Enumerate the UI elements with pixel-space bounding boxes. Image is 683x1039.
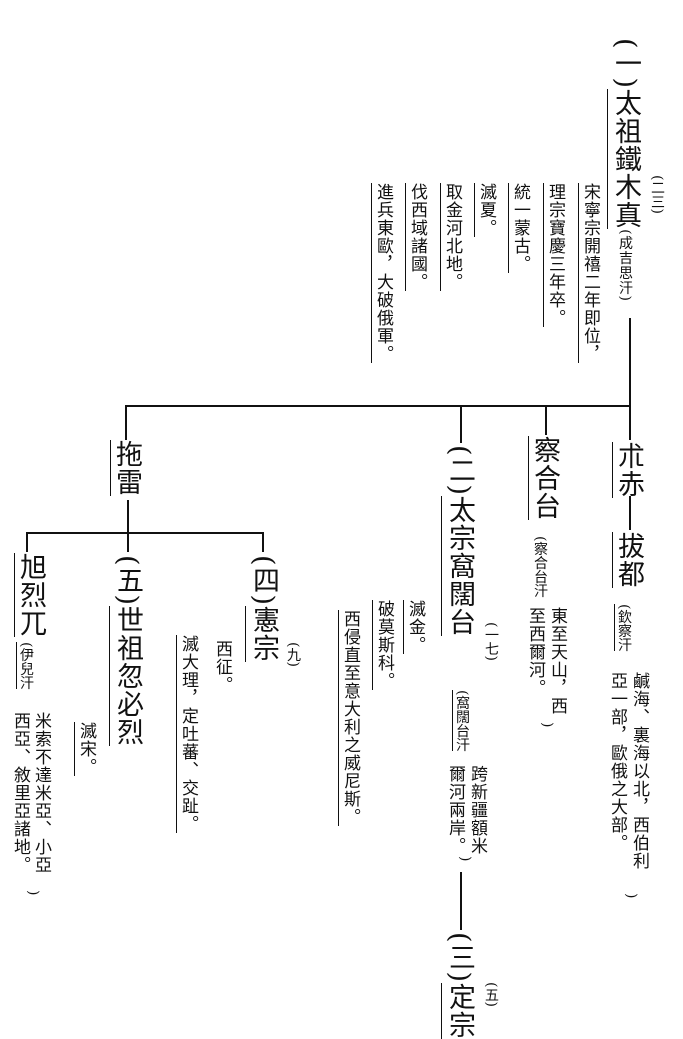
connector-line [460,872,462,930]
ogedei-personal-name: 窩闊台 [441,552,475,637]
ogedei-reign-years: (一七) [483,622,499,661]
connector-line [26,532,264,534]
taizu-note: 理宗寶慶三年卒。 [543,183,565,327]
hulagu-note: 米索不達米亞、小亞 [31,712,51,874]
ogedei-ordinal: (二) [444,445,475,497]
mongke-temple-name: 憲宗 [245,606,279,663]
ogedei-note: 爾河兩岸。 [445,765,465,855]
mongke-ordinal: (四) [248,555,279,607]
mongke-note: 滅大理，定吐蕃、交趾。 [176,635,198,833]
taizu-note: 宋寧宗開禧二年即位， [578,183,600,363]
connector-line [262,532,264,552]
connector-line [26,532,28,552]
kublai-heading: (五)世祖忽必烈 [109,555,143,747]
ogedei-deed: 滅金。 [403,600,425,654]
ogedei-deed: 破莫斯科。 [372,600,394,690]
taizu-heading: (一)太祖鐵木真(成吉思汗) [607,38,641,303]
chagatai-note: 至西爾河。 [525,607,545,697]
dingzong-ordinal: (三) [444,932,475,984]
hulagu-khanate: (伊兒汗 [16,642,34,690]
jochi-note: 鹹海、裏海以北，西伯利 [629,672,649,870]
jochi-khanate: (欽察汗 [614,604,632,652]
taizu-reign-years: (二三) [649,175,665,214]
ogedei-note: 跨新疆額米 [467,765,487,855]
batu-name: 拔都 [612,532,644,588]
ogedei-khanate: (窩闊台汗 [452,690,470,752]
taizu-note: 進兵東歐，大破俄軍。 [371,183,393,363]
chagatai-close: ) [539,722,555,728]
mongke-note: 西征。 [212,640,232,694]
taizu-ordinal: (一) [610,38,641,90]
kublai-ordinal: (五) [112,555,143,607]
connector-line [125,405,127,440]
connector-line [629,405,631,440]
chagatai-name: 察合台 [528,436,560,520]
mongke-reign-years: (九) [285,642,301,667]
jochi-note: 亞一部，歐俄之大部。 [607,672,627,852]
ogedei-temple-name: 太宗 [441,496,475,553]
taizu-note: 取金河北地。 [440,183,462,291]
connector-line [629,496,631,530]
hulagu-close: ) [25,890,41,896]
dingzong-reign-years: (五) [483,982,499,1007]
dingzong-temple-name: 定宗 [441,983,475,1039]
hulagu-note: 西亞、敘里亞諸地。 [10,712,30,874]
chagatai-khanate: (察合台汗 [532,536,548,598]
connector-line [127,500,129,552]
taizu-note: 統一蒙古。 [508,183,530,273]
ogedei-heading: (二)太宗窩闊台 [441,445,475,637]
taizu-temple-name: 太祖 [607,89,641,146]
ogedei-close: ) [457,856,473,862]
kublai-note: 滅宋。 [74,722,96,776]
taizu-note: 伐西域諸國。 [405,183,427,291]
hulagu-name: 旭烈兀 [14,553,46,637]
connector-line [125,405,631,407]
kublai-temple-name: 世祖 [109,606,143,663]
kublai-personal-name: 忽必烈 [109,662,143,747]
connector-line [629,318,631,406]
tolui-name: 拖雷 [110,440,142,496]
jochi-name: 朮赤 [612,442,644,498]
ogedei-deed: 西侵直至意大利之威尼斯。 [338,610,360,826]
connector-line [460,405,462,443]
connector-line [545,405,547,435]
taizu-title: (成吉思汗) [617,229,633,303]
taizu-personal-name: 鐵木真 [607,145,641,230]
mongke-heading: (四)憲宗 [245,555,279,663]
chagatai-note: 東至天山，西 [547,607,567,715]
dingzong-heading: (三)定宗 [441,932,475,1039]
jochi-close: ) [623,893,639,899]
taizu-note: 滅夏。 [474,183,496,237]
